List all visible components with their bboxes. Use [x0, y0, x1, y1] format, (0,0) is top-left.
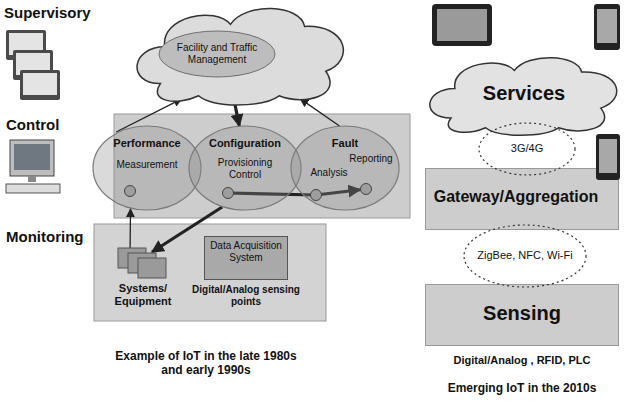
equipment-square: [138, 258, 166, 278]
function-title: Performance: [92, 137, 202, 150]
junction-dot: [361, 184, 372, 195]
management-ellipse: [159, 31, 275, 77]
function-label: Analysis: [304, 167, 354, 179]
box-label: Data Acquisition System: [207, 240, 285, 263]
layer-label: Sensing: [425, 302, 619, 325]
computer-icon: [6, 140, 60, 193]
tablet-screen: [437, 9, 487, 41]
cloud-label: Services: [448, 82, 600, 105]
function-title: Configuration: [188, 137, 302, 150]
text-slot: Services: [448, 82, 600, 105]
text-slot: Measurement: [92, 159, 202, 171]
network-label: 3G/4G: [478, 142, 576, 155]
function-title: Fault: [290, 137, 400, 150]
text-slot: Systems/ Equipment: [100, 282, 186, 307]
monitor-frame: [20, 70, 60, 100]
text-slot: Emerging IoT in the 2010s: [425, 382, 619, 396]
network-ellipse: 3G/4G: [478, 122, 576, 176]
function-ellipse: ConfigurationProvisioning Control: [188, 125, 302, 211]
function-ellipse: FaultAnalysis Reporting: [290, 125, 400, 211]
function-label: Reporting: [346, 153, 396, 165]
network-ellipse: ZigBee, NFC, Wi-Fi: [463, 224, 587, 288]
text-slot: Gateway/Aggregation: [425, 188, 607, 206]
text-slot: Control: [6, 116, 78, 133]
text-slot: Supervisory: [4, 4, 114, 21]
box-outline: [205, 237, 288, 280]
text-slot: Configuration: [188, 137, 302, 150]
cloud-outline: [137, 9, 343, 105]
text-slot: Provisioning Control: [210, 157, 280, 180]
figure-caption: Example of IoT in the late 1980s and ear…: [114, 350, 298, 378]
management-cloud: Facility and Traffic Management: [135, 4, 347, 106]
box-outline: [426, 169, 619, 230]
text-slot: Reporting: [346, 153, 396, 165]
monitor-screen: [23, 73, 57, 95]
layer-label: Gateway/Aggregation: [425, 188, 607, 206]
phone-screen: [597, 9, 617, 43]
cloud-label: Facility and Traffic Management: [161, 42, 273, 65]
level-label: Supervisory: [4, 4, 114, 21]
cloud-outline: [430, 58, 617, 135]
network-label: ZigBee, NFC, Wi-Fi: [463, 249, 587, 262]
layer-band: SensingDigital/Analog , RFID, PLC: [425, 284, 619, 346]
connector-arrow: [129, 209, 131, 248]
box-outline: [426, 285, 619, 346]
level-label: Control: [6, 116, 78, 133]
text-slot: Fault: [290, 137, 400, 150]
text-slot: Analysis: [304, 167, 354, 179]
text-slot: Digital/Analog , RFID, PLC: [415, 354, 627, 367]
connector-arrow: [300, 99, 339, 126]
function-label: Measurement: [92, 159, 202, 171]
phone-icon: [596, 134, 620, 180]
text-slot: 3G/4G: [478, 142, 576, 155]
computer-monitor: [10, 140, 54, 176]
ellipse-outline: [93, 126, 201, 210]
equipment-label: Systems/ Equipment: [100, 282, 186, 307]
junction-dot: [223, 188, 234, 199]
figure-caption: Emerging IoT in the 2010s: [425, 382, 619, 396]
services-cloud: Services: [428, 54, 620, 136]
junction-dot: [311, 190, 322, 201]
function-ellipse: PerformanceMeasurement: [92, 125, 202, 211]
function-label: Provisioning Control: [210, 157, 280, 180]
sensing-caption: Digital/Analog sensing points: [190, 284, 302, 307]
text-slot: ZigBee, NFC, Wi-Fi: [463, 249, 587, 262]
ellipse-outline: [464, 225, 586, 287]
tablet-icon: [432, 4, 492, 46]
text-slot: Monitoring: [6, 228, 92, 245]
ellipse-outline: [189, 126, 301, 210]
text-slot: Example of IoT in the late 1980s and ear…: [114, 350, 298, 378]
computer-keyboard: [6, 184, 60, 193]
level-label: Monitoring: [6, 228, 92, 245]
computer-stand: [28, 176, 36, 182]
ellipse-outline: [291, 126, 399, 210]
sensing-caption: Digital/Analog , RFID, PLC: [415, 354, 627, 367]
equipment-icon: Systems/ Equipment: [100, 248, 186, 312]
ellipse-outline: [479, 123, 575, 175]
monitor-icons: [6, 30, 60, 100]
text-slot: Performance: [92, 137, 202, 150]
text-slot: Sensing: [425, 302, 619, 325]
monitoring-panel: [94, 224, 326, 321]
connector-arrow: [235, 103, 240, 126]
junction-dot: [125, 186, 136, 197]
phone-screen: [599, 139, 617, 173]
computer-screen: [14, 144, 50, 170]
phone-icon: [594, 4, 620, 50]
text-slot: Data Acquisition System: [207, 240, 285, 263]
layer-band: Gateway/Aggregation: [425, 168, 619, 230]
text-slot: Facility and Traffic Management: [161, 42, 273, 65]
acquisition-box: Data Acquisition SystemDigital/Analog se…: [204, 236, 288, 280]
text-slot: Digital/Analog sensing points: [190, 284, 302, 307]
